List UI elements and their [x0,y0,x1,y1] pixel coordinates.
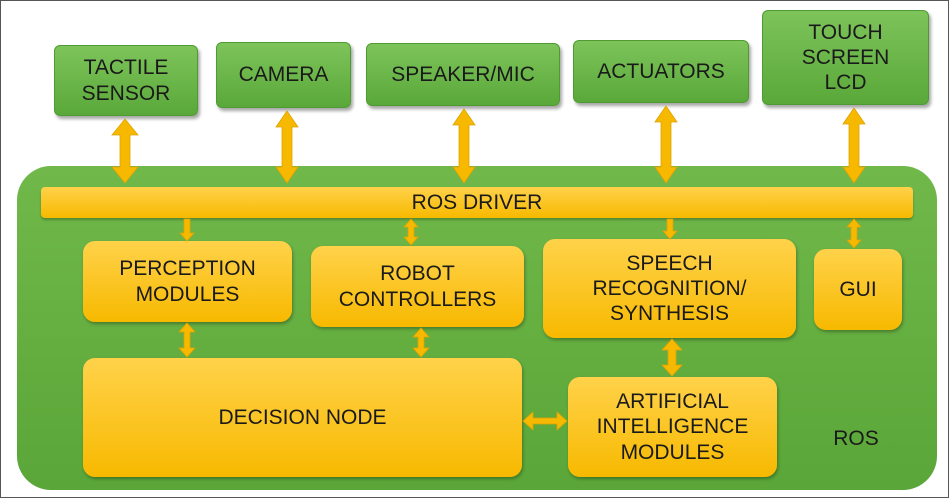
gui-box: GUI [814,249,902,330]
arrow-controllers-decision [412,327,430,358]
arrow-decision-ai [522,411,568,431]
arrow-actuators-driver [654,105,678,184]
arrow-speech-ai [661,338,683,377]
arrow-driver-gui [846,218,862,249]
tactile-sensor-box: TACTILE SENSOR [54,45,198,116]
arrow-perception-decision [178,322,196,358]
robot-controllers-box: ROBOT CONTROLLERS [311,246,524,327]
arrow-driver-perception [179,218,195,242]
ros-driver-bar: ROS DRIVER [41,187,913,218]
perception-modules-box: PERCEPTION MODULES [83,241,292,322]
speaker-mic-box: SPEAKER/MIC [366,43,560,106]
arrow-driver-speech [662,218,678,240]
arrow-speaker-driver [452,108,476,184]
touch-screen-lcd-box: TOUCH SCREEN LCD [762,10,929,105]
ai-modules-box: ARTIFICIAL INTELLIGENCE MODULES [568,377,777,477]
camera-box: CAMERA [216,42,351,108]
actuators-box: ACTUATORS [573,40,749,103]
arrow-driver-robot-controllers [403,218,419,246]
speech-recognition-box: SPEECH RECOGNITION/ SYNTHESIS [543,239,796,338]
decision-node-box: DECISION NODE [83,358,522,477]
arrow-tactile-driver [111,118,139,184]
ros-platform-label: ROS [833,427,879,450]
arrow-camera-driver [275,110,299,184]
arrow-lcd-driver [842,107,866,184]
